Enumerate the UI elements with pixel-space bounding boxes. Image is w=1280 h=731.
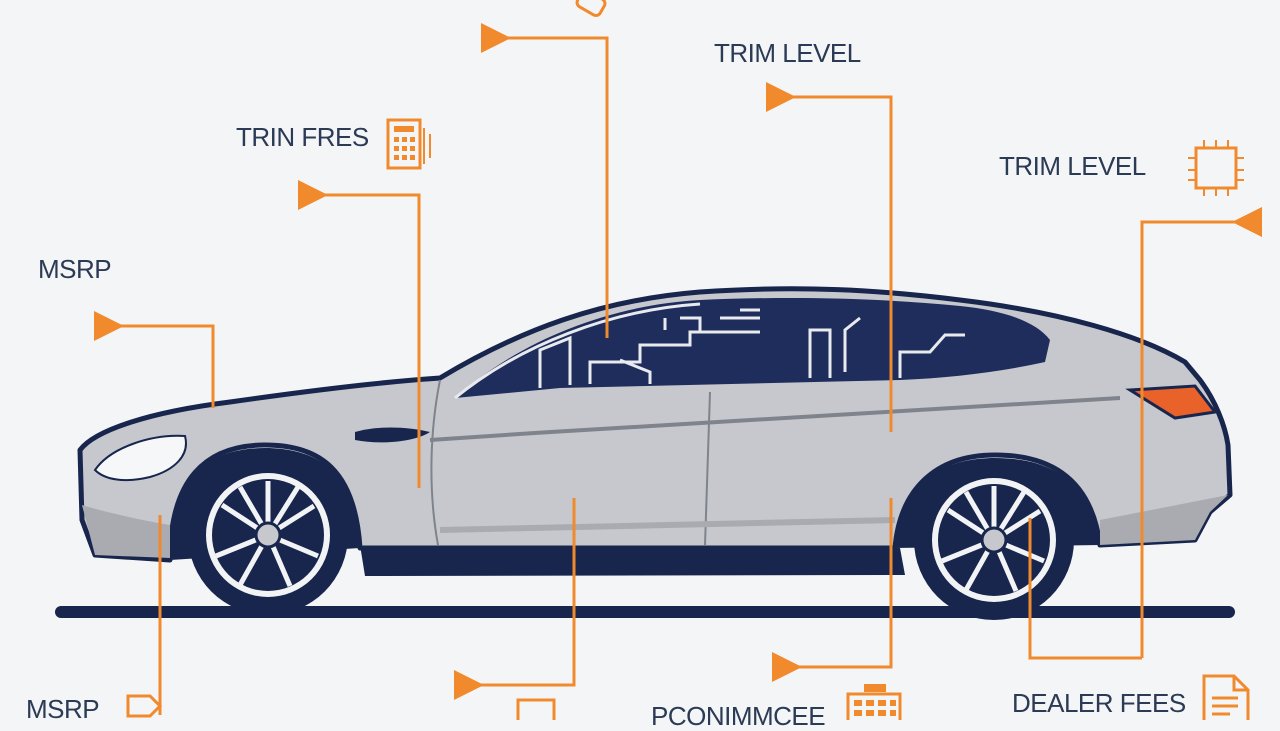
- calculator-icon: [846, 684, 902, 720]
- body-stripe: [429, 396, 1121, 442]
- rear-bumper-shade: [1100, 495, 1228, 545]
- label-msrp-left: MSRP: [38, 254, 112, 284]
- callout-trim-level-right: [1140, 207, 1262, 658]
- ground-shadow: [55, 606, 1235, 618]
- calculator-icon: [386, 118, 431, 170]
- lower-crease: [439, 517, 896, 533]
- callout-trin-fres: [298, 180, 421, 488]
- label-trim-level-top: TRIM LEVEL: [714, 38, 861, 68]
- label-trim-level-right: TRIM LEVEL: [999, 151, 1146, 181]
- tag-icon: [575, 0, 607, 17]
- tail-light: [1125, 384, 1218, 420]
- front-door-line: [430, 379, 441, 546]
- callout-bottom-center: [772, 498, 893, 682]
- callout-bottom-mid: [454, 498, 576, 700]
- car-sill: [360, 545, 905, 576]
- side-vent: [355, 427, 430, 443]
- callout-lines: [94, 23, 1262, 715]
- callout-top-center: [481, 23, 609, 338]
- front-bumper-shade: [82, 505, 170, 558]
- window-highlight: [454, 302, 701, 400]
- document-icon: [1202, 674, 1250, 720]
- chip-icon: [1188, 140, 1244, 196]
- tag-icon: [126, 694, 163, 718]
- rear-wheel: [914, 460, 1074, 620]
- label-msrp-bottom: MSRP: [26, 694, 100, 724]
- label-dealer-fees: DEALER FEES: [1012, 688, 1186, 718]
- front-wheel: [188, 455, 348, 615]
- callout-msrp-left: [94, 311, 215, 408]
- callout-trim-level-top: [766, 82, 893, 432]
- door-line: [704, 391, 711, 546]
- label-trin-fres: TRIN FRES: [236, 122, 369, 152]
- headlight: [93, 434, 187, 482]
- window-circuit-lines: [538, 308, 965, 388]
- callout-dealer-fees: [1028, 518, 1142, 660]
- box-icon: [516, 698, 556, 720]
- label-bottom-center: PCONIMMCEE: [651, 701, 826, 731]
